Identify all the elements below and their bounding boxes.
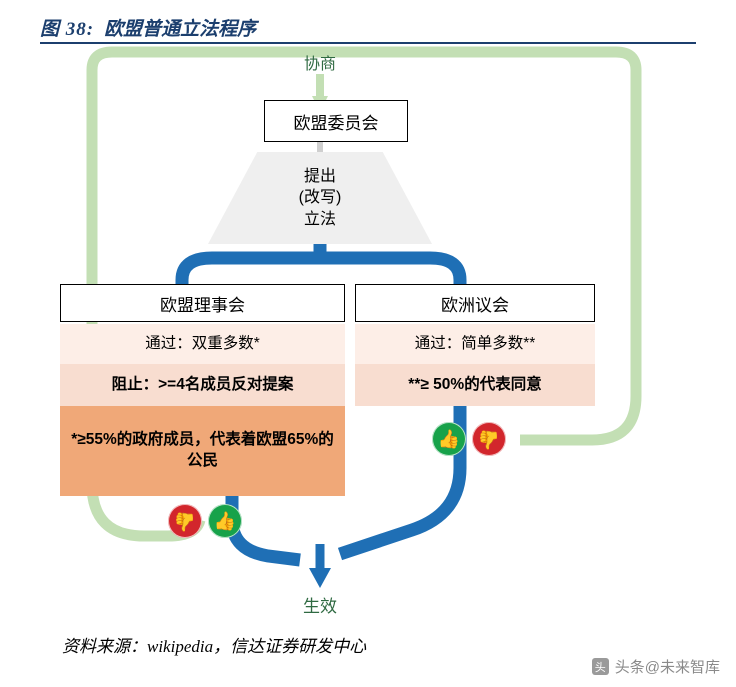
source-note: 资料来源：wikipedia，信达证券研发中心 [62, 637, 367, 656]
parliament-band-pass: 通过：简单多数** [355, 324, 595, 364]
diagram-connectors [86, 46, 642, 588]
figure-number: 图 38: [40, 19, 95, 40]
thumb-glyph-up-left: 👍 [213, 510, 237, 531]
council-band-footnote: *≥55%的政府成员，代表着欧盟65%的公民 [60, 406, 345, 496]
proposal-line-3: 立法 [303, 210, 336, 228]
thumb-glyph-down-left: 👍 [173, 511, 197, 532]
blue-parliament-down [337, 404, 467, 561]
parliament-band-footnote: **≥ 50%的代表同意 [355, 364, 595, 406]
watermark-logo-icon: 头 [591, 658, 609, 675]
council-band-block: 阻止：>=4名成员反对提案 [60, 364, 345, 406]
council-band-pass: 通过：双重多数* [60, 324, 345, 364]
proposal-line-1: 提出 [303, 167, 336, 185]
blue-arrow-to-outcome [309, 544, 331, 588]
council-thumbs-down-icon[interactable]: 👍 [168, 504, 202, 538]
title-divider [40, 42, 696, 44]
parliament-thumbs-down-icon[interactable]: 👍 [472, 422, 506, 456]
figure-title: 欧盟普通立法程序 [104, 19, 257, 40]
parliament-thumbs-up-icon[interactable]: 👍 [432, 422, 466, 456]
thumb-glyph-up-right: 👍 [437, 428, 461, 449]
top-label-negotiation: 协商 [303, 56, 336, 73]
outcome-label-in-force: 生效 [303, 597, 337, 616]
proposal-line-2: (改写) [298, 189, 342, 207]
node-european-commission[interactable]: 欧盟委员会 [264, 100, 408, 142]
watermark-text: 头条@未来智库 [614, 659, 720, 676]
node-council-title[interactable]: 欧盟理事会 [60, 284, 345, 322]
green-right-down [520, 104, 642, 446]
watermark: 头 头条@未来智库 [591, 656, 720, 677]
diagram-canvas: 协商 欧盟委员会 提出 (改写) 立法 欧盟理事会 通过：双重多数* 阻止：>=… [0, 44, 736, 616]
council-thumbs-up-icon[interactable]: 👍 [208, 504, 242, 538]
green-top-bridge [86, 46, 642, 104]
thumb-glyph-down-right: 👍 [477, 429, 501, 450]
blue-bridge [175, 251, 467, 294]
blue-council-down [225, 496, 301, 567]
node-parliament-title[interactable]: 欧洲议会 [355, 284, 595, 322]
figure-title-bar: 图 38: 欧盟普通立法程序 [40, 14, 256, 41]
